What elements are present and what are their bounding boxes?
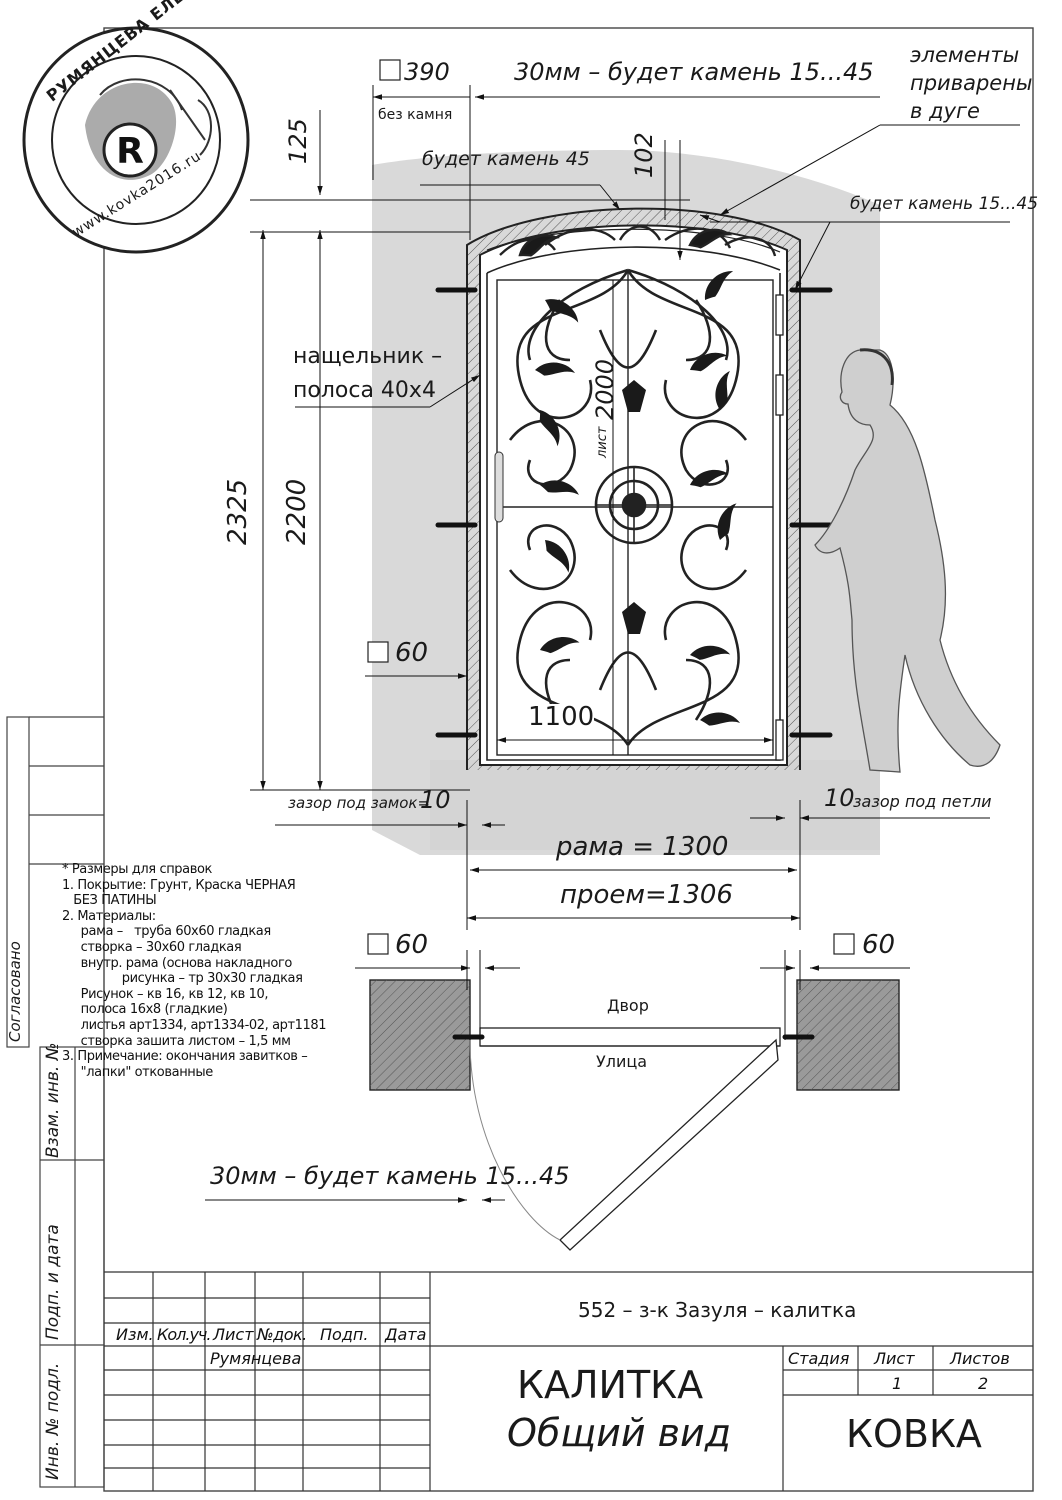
inv-orig-label: Инв. № подл. [43, 1362, 63, 1480]
opening-dimension: проем=1306 [560, 880, 733, 910]
replace-inv-label: Взам. инв. № [43, 1042, 63, 1158]
side-stamp [6, 716, 105, 1488]
human-figure [814, 348, 1001, 773]
stone-45-note: будет камень 45 [422, 148, 590, 170]
dim-1100: 1100 [528, 702, 595, 732]
dim-102: 102 [630, 132, 658, 178]
sheet-header: Лист [874, 1349, 915, 1368]
project-title: 552 – з-к Зазуля – калитка [578, 1298, 857, 1322]
box-60-plan-right: 60 [862, 930, 896, 960]
welded-note-1: элементы [910, 43, 1020, 67]
sheets-value: 2 [978, 1374, 989, 1393]
backdrop-wall [430, 760, 880, 850]
note-line: створка зашита листом – 1,5 мм [62, 1033, 291, 1049]
title-line-1: КАЛИТКА [517, 1363, 704, 1407]
yard-label: Двор [607, 996, 649, 1015]
gate-leaves [534, 265, 744, 731]
note-line: 1. Покрытие: Грунт, Краска ЧЕРНАЯ [62, 877, 296, 893]
stone-symbols [367, 59, 855, 955]
note-line: БЕЗ ПАТИНЫ [62, 893, 157, 909]
sign-date-label: Подп. и дата [43, 1224, 63, 1340]
note-line: "лапки" откованные [62, 1064, 214, 1080]
gap-hinge-label: зазор под петли [853, 792, 992, 811]
logo-stamp: R [22, 26, 250, 254]
note-line: внутр. рама (основа накладного [62, 955, 293, 971]
note-line: рисунка – тр 30х30 гладкая [62, 971, 303, 987]
strike-plate-2: полоса 40х4 [293, 378, 436, 403]
material-notes: * Размеры для справок 1. Покрытие: Грунт… [62, 862, 327, 1080]
sheet-value: 1 [892, 1374, 903, 1393]
note-line: створка – 30х60 гладкая [62, 939, 242, 955]
hinges [775, 294, 784, 761]
plan-stone-note: 30мм – будет камень 15...45 [210, 1162, 570, 1190]
stone-15-45-right: будет камень 15...45 [850, 194, 1039, 214]
note-line: 3. Примечание: окончания завитков – [62, 1049, 308, 1065]
note-line: полоса 16х8 (гладкие) [62, 1002, 228, 1018]
gap-hinge-value: 10 [824, 784, 855, 812]
dimension-lines [250, 85, 1020, 930]
welded-note-3: в дуге [910, 99, 980, 123]
note-line: * Размеры для справок [62, 862, 212, 877]
frame-dimension: рама = 1300 [556, 832, 729, 862]
col-sheet: Лист [213, 1325, 254, 1344]
dim-2325: 2325 [223, 478, 253, 545]
box-60-elevation: 60 [395, 638, 429, 668]
box-60-plan-left: 60 [395, 930, 429, 960]
title-block-grid [104, 1271, 1033, 1491]
sheet-2000: 2000 [591, 358, 619, 420]
gate-ornament [508, 268, 748, 746]
welded-note-2: приварены [910, 71, 1033, 95]
gap-lock-value: 10 [420, 786, 451, 814]
company-name: КОВКА [846, 1412, 982, 1456]
door-handle-icon [494, 451, 504, 523]
note-line: Рисунок – кв 16, кв 12, кв 10, [62, 986, 269, 1002]
agreed-label: Согласовано [6, 941, 24, 1042]
dim-125: 125 [284, 118, 312, 164]
wall-anchors [435, 287, 833, 738]
title-line-2: Общий вид [507, 1411, 731, 1455]
arch-ornament [499, 225, 777, 260]
plan-view [205, 950, 910, 1251]
col-change: Изм. [116, 1325, 154, 1344]
logo-monogram: R [116, 131, 144, 172]
box-390-label: 390 [404, 58, 450, 86]
stage-header: Стадия [788, 1349, 850, 1368]
sheets-header: Листов [950, 1349, 1010, 1368]
note-line: 2. Материалы: [62, 908, 156, 924]
no-stone-label: без камня [378, 107, 453, 123]
col-sign: Подп. [320, 1325, 369, 1344]
col-doc: №док. [257, 1325, 307, 1344]
col-count: Кол.уч. [157, 1325, 211, 1344]
note-line: рама – труба 60х60 гладкая [62, 924, 272, 940]
street-label: Улица [596, 1052, 648, 1071]
dim-2200: 2200 [282, 478, 312, 545]
strike-plate-1: нащельник – [293, 344, 443, 369]
sheet-label: лист [595, 426, 610, 458]
col-date: Дата [385, 1325, 427, 1344]
gap-lock-label: зазор под замок= [288, 794, 431, 812]
stone-30mm-note: 30мм – будет камень 15...45 [514, 58, 874, 86]
note-line: листья арт1334, арт1334-02, арт1181 [62, 1017, 327, 1033]
designer-name: Румянцева [210, 1349, 302, 1368]
sheet-border [103, 27, 1034, 1492]
